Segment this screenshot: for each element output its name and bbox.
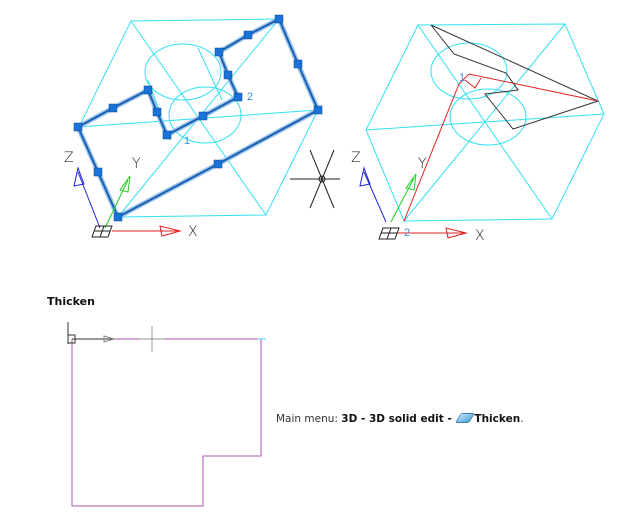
menu-path-text: Main menu: 3D - 3D solid edit - Thicken. xyxy=(276,413,524,425)
section-heading: Thicken xyxy=(47,295,95,308)
menu-suffix: . xyxy=(520,413,524,425)
point-label-1: 1 xyxy=(459,72,465,84)
axis-label-z: Z xyxy=(351,150,361,166)
thickened-edges xyxy=(430,24,600,130)
point-label-2: 2 xyxy=(404,227,410,239)
axis-label-y: Y xyxy=(418,156,427,172)
right-figure xyxy=(359,23,605,240)
axis-label-y: Y xyxy=(132,156,141,172)
wireframe-box xyxy=(365,23,605,222)
thicken-example-figure xyxy=(67,322,266,507)
red-path xyxy=(403,73,599,222)
crosshair-cursor-icon xyxy=(290,149,340,209)
ucs-icon xyxy=(91,225,113,238)
crosshair-cursor-icon xyxy=(140,326,165,352)
menu-command: Thicken xyxy=(474,413,521,425)
point-label-2: 2 xyxy=(247,91,253,103)
axis-label-x: X xyxy=(188,224,198,240)
grip-handles xyxy=(73,14,323,222)
point-label-1: 1 xyxy=(184,135,190,147)
axis-label-z: Z xyxy=(64,150,74,166)
axis-label-x: X xyxy=(475,228,485,244)
left-figure xyxy=(73,14,340,238)
ucs-icon xyxy=(378,227,400,240)
polyline-outline xyxy=(71,338,262,507)
menu-prefix: Main menu: xyxy=(276,413,342,425)
menu-path: 3D - 3D solid edit - xyxy=(341,413,456,425)
thicken-icon xyxy=(455,413,476,423)
